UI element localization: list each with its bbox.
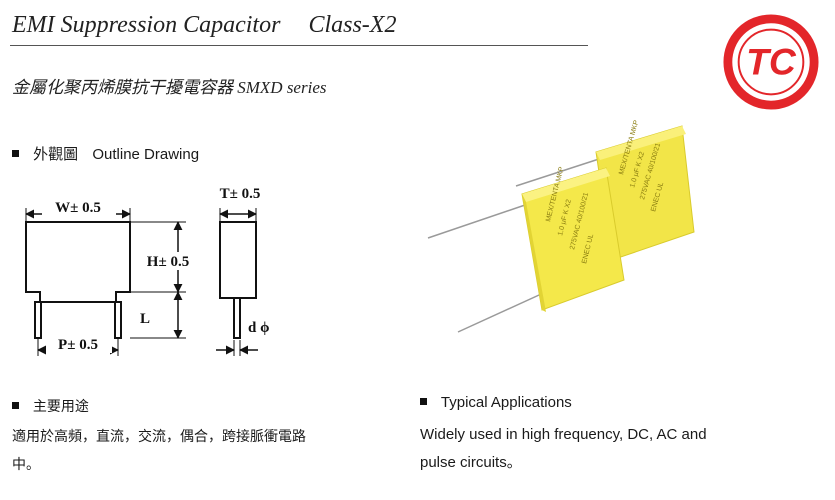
tc-logo: TC [723,14,819,110]
capacitor-back: MEX/TENTA MKP 1.0 μF K X2 275VAC 40/100/… [595,120,695,261]
p-label: P± 0.5 [58,337,98,353]
outline-heading-en: Outline Drawing [92,146,200,163]
front-lead-left [34,301,42,339]
title-text: EMI Suppression Capacitor [12,12,281,38]
t-label: T± 0.5 [220,186,261,202]
front-lead-right [114,301,122,339]
product-photo: MEX/TENTA MKP 1.0 μF K X2 275VAC 40/100/… [427,120,695,333]
title-divider [10,45,588,46]
h-label: H± 0.5 [147,254,189,270]
side-lead [233,297,241,339]
outline-heading-zh: 外觀圖 [33,146,79,163]
d-label: d ϕ [248,320,269,336]
outline-drawing: W± 0.5 H± 0.5 L P± 0.5 T± 0.5 d ϕ [25,183,276,356]
document-title: EMI Suppression Capacitor Class-X2 [12,12,396,39]
applications-zh-heading-text: 主要用途 [32,398,89,414]
class-label: Class-X2 [308,12,397,38]
applications-en-body: Widely used in high frequency, DC, AC an… [420,426,707,471]
w-label: W± 0.5 [55,200,101,216]
bullet-square-icon [12,149,19,157]
applications-zh-heading: 主要用途 [12,396,89,416]
side-view-body [219,221,257,299]
applications-en-heading: Typical Applications [420,394,572,411]
outline-heading: 外觀圖 Outline Drawing [12,143,199,164]
logo-text: TC [746,41,797,83]
l-label: L [140,311,150,327]
bullet-square-icon [12,401,19,409]
applications-zh-body: 適用於高頻，直流，交流，偶合，跨接脈衝電路中。 [12,428,306,472]
front-view-body [25,221,131,303]
bullet-square-icon [420,397,427,405]
applications-en-heading-text: Typical Applications [440,394,572,411]
capacitor-front: MEX/TENTA MKP 1.0 μF K X2 275VAC 40/100/… [521,166,625,312]
subtitle: 金屬化聚丙烯膜抗干擾電容器 SMXD series [12,78,327,97]
